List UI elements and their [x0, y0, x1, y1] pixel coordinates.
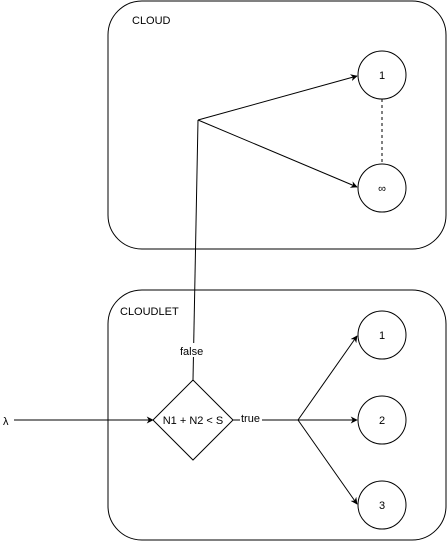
cloudlet-label: CLOUDLET — [120, 306, 179, 318]
false-branch-line — [192, 119, 199, 381]
cloudlet-server-2-label: 2 — [379, 415, 385, 427]
decision-condition: N1 + N2 < S — [163, 415, 224, 427]
cloudlet-server-2 — [357, 395, 407, 445]
arrow-to-cloudlet-server-1 — [297, 335, 358, 421]
arrival-lambda: λ — [3, 416, 9, 428]
false-label: false — [180, 346, 203, 358]
cloudlet-server-1-label: 1 — [379, 330, 385, 342]
arrow-to-cloud-server-infinity — [197, 119, 358, 188]
cloudlet-server-1 — [357, 310, 407, 360]
cloud-label: CLOUD — [132, 15, 171, 27]
decision-diamond — [152, 379, 234, 461]
true-label: true — [241, 413, 260, 425]
arrow-to-cloud-server-1 — [197, 74, 358, 121]
cloud-server-1-label: 1 — [379, 70, 385, 82]
cloud-container — [107, 0, 447, 250]
cloudlet-server-3-label: 3 — [379, 500, 385, 512]
cloudlet-server-3 — [357, 480, 407, 530]
false-label-bg — [178, 343, 208, 357]
arrow-to-cloudlet-server-3 — [297, 419, 358, 505]
true-label-bg — [240, 412, 262, 426]
cloud-server-infinity — [357, 163, 407, 213]
cloud-server-infinity-label: ∞ — [378, 183, 386, 195]
